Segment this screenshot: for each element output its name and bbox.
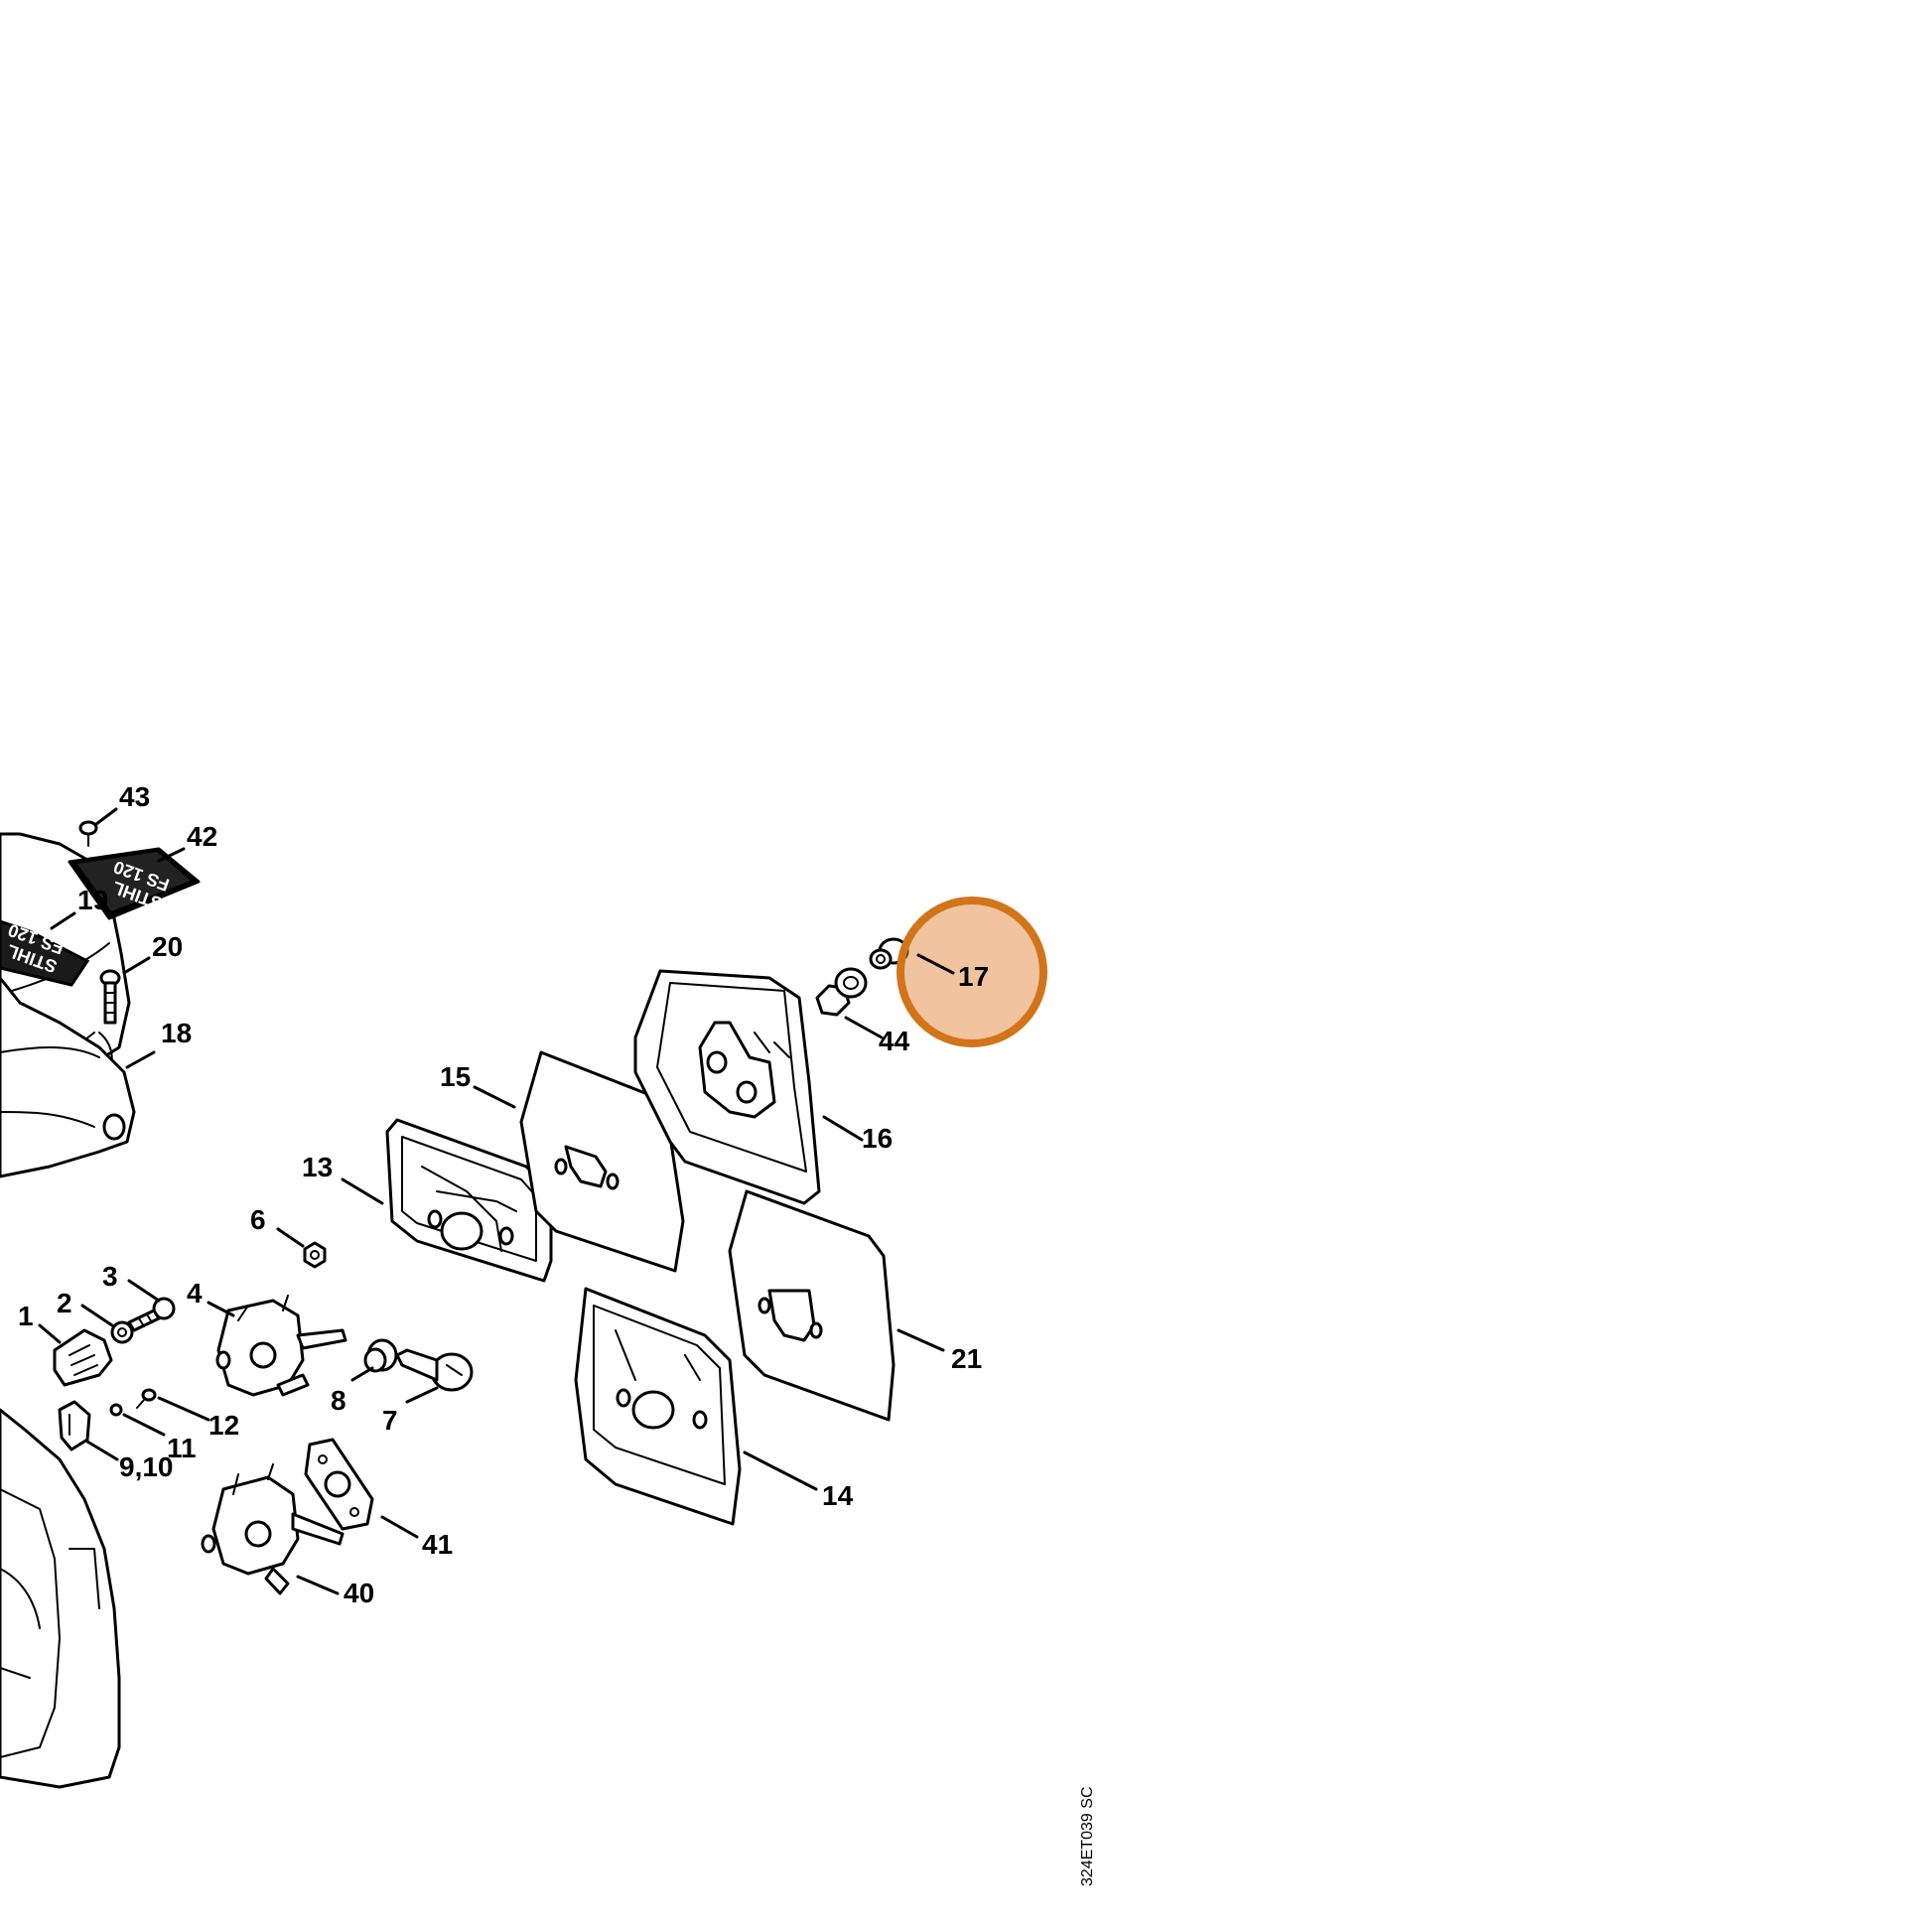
callout-1: 1 (18, 1301, 34, 1331)
callout-11: 11 (167, 1433, 197, 1463)
callout-12: 12 (208, 1410, 239, 1441)
part-43-screw (78, 820, 98, 847)
part-18-cover (0, 976, 136, 1178)
highlight-circle-17 (897, 897, 1047, 1047)
part-20-screw (99, 969, 121, 1025)
callout-2: 2 (57, 1288, 72, 1318)
callout-3: 3 (102, 1261, 118, 1292)
part-8-sleeve (363, 1338, 398, 1373)
callout-43: 43 (119, 781, 150, 812)
part-17-nut (869, 937, 909, 970)
callout-7: 7 (382, 1405, 398, 1436)
drawing-code: 324ET039 SC (1079, 1786, 1096, 1886)
callout-41: 41 (422, 1529, 453, 1560)
callout-8: 8 (331, 1385, 346, 1416)
part-40-carburetor (201, 1463, 345, 1595)
part-19-plate: STIHL FS 120 (0, 919, 90, 987)
callout-40: 40 (344, 1578, 374, 1608)
callout-13: 13 (302, 1152, 333, 1182)
part-15-filter-element (519, 1050, 685, 1273)
callout-15: 15 (440, 1061, 471, 1092)
part-12-screw (136, 1388, 157, 1409)
part-14-filter-base (574, 1287, 742, 1526)
part-3-screw (127, 1297, 176, 1332)
part-16-filter-cover (633, 969, 821, 1205)
callout-21: 21 (951, 1343, 982, 1374)
callout-16: 16 (862, 1123, 893, 1154)
callout-44: 44 (879, 1026, 910, 1056)
part-44-washer (815, 967, 868, 1017)
callout-14: 14 (822, 1480, 854, 1511)
callout-19: 19 (77, 885, 108, 915)
part-7-knob (395, 1348, 474, 1392)
part-41-gasket (304, 1438, 374, 1531)
engine-housing-lower-part (0, 1408, 121, 1789)
callout-4: 4 (187, 1278, 203, 1309)
part-2-washer (110, 1320, 134, 1344)
part-11-washer (109, 1403, 123, 1417)
part-1-cover (53, 1328, 113, 1387)
part-21-filter-element (728, 1189, 896, 1422)
callout-20: 20 (152, 931, 183, 962)
part-13-filter-base (385, 1118, 553, 1283)
callout-17: 17 (958, 961, 989, 992)
part-4-carburetor (215, 1295, 347, 1397)
callout-18: 18 (161, 1018, 192, 1048)
part-9-10-bracket (58, 1400, 91, 1451)
callout-9-10: 9,10 (119, 1451, 174, 1482)
part-42-plate: STIHL FS 120 (68, 847, 201, 920)
part-6-nut (303, 1241, 327, 1269)
callout-6: 6 (250, 1204, 266, 1235)
callout-42: 42 (187, 821, 217, 852)
